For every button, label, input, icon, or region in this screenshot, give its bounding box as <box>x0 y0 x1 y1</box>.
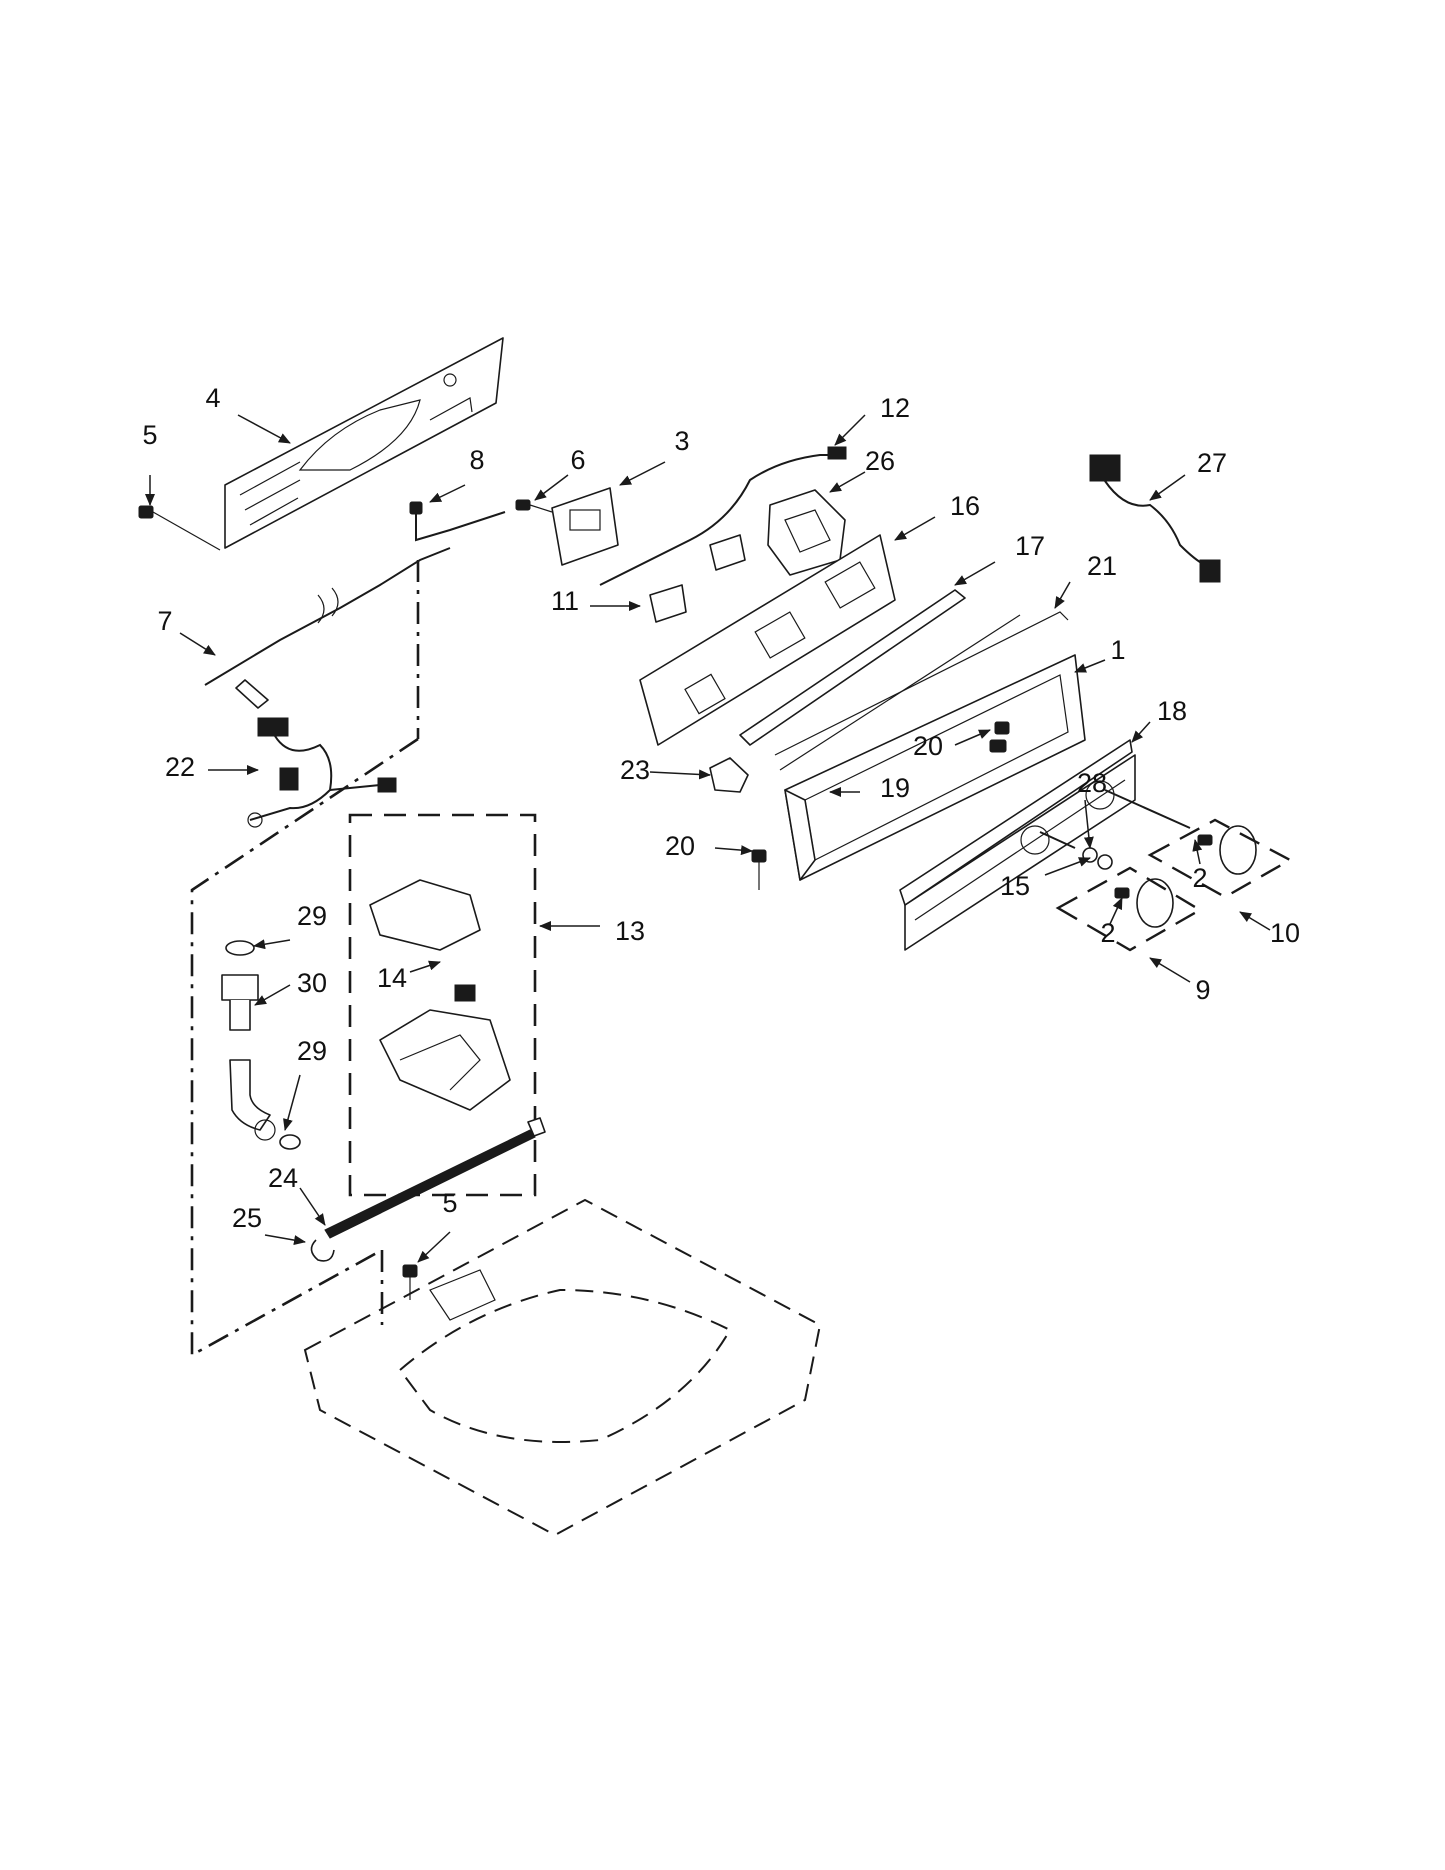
rod-part <box>310 1117 546 1262</box>
callout-18: 18 <box>1157 696 1187 726</box>
callout-11: 11 <box>551 586 579 616</box>
knob-box-10 <box>1147 818 1293 899</box>
wiring-12-part <box>599 446 847 586</box>
callout-8: 8 <box>469 445 484 475</box>
valve-assembly-part <box>369 879 511 1111</box>
knob-assembly-part <box>1039 789 1257 928</box>
callout-13: 13 <box>615 916 645 946</box>
console-front-part <box>784 654 1086 881</box>
clip-part <box>709 757 749 793</box>
callout-2-lower: 2 <box>1100 918 1115 948</box>
callout-29: 29 <box>297 901 327 931</box>
callout-1: 1 <box>1110 635 1125 665</box>
ground-wire-part <box>409 501 506 542</box>
callout-12: 12 <box>880 393 910 423</box>
top-cover-part <box>303 1198 822 1537</box>
callout-26: 26 <box>865 446 895 476</box>
callout-29-lower: 29 <box>297 1036 327 1066</box>
callout-16: 16 <box>950 491 980 521</box>
callout-labels: 4 5 8 6 3 12 26 27 16 17 21 11 7 1 18 20… <box>142 383 1300 1233</box>
console-panel-part <box>899 739 1136 951</box>
callout-2: 2 <box>1192 863 1207 893</box>
callout-30: 30 <box>297 968 327 998</box>
callout-21: 21 <box>1087 551 1117 581</box>
callout-3: 3 <box>674 426 689 456</box>
harness-27-part <box>1089 454 1221 583</box>
callout-20: 20 <box>913 731 943 761</box>
screw-bottom-part <box>402 1264 418 1300</box>
hose-assembly-box <box>190 737 419 1358</box>
valve-assembly-box <box>348 813 537 1197</box>
callout-15: 15 <box>1000 871 1030 901</box>
callout-6: 6 <box>570 445 585 475</box>
callout-24: 24 <box>268 1163 298 1193</box>
console-back-part <box>639 534 896 746</box>
callout-27: 27 <box>1197 448 1227 478</box>
callout-17: 17 <box>1015 531 1045 561</box>
callout-19: 19 <box>880 773 910 803</box>
rear-panel-part <box>224 337 504 549</box>
callout-14: 14 <box>377 963 407 993</box>
screw-part <box>138 505 221 551</box>
callout-5: 5 <box>142 420 157 450</box>
callout-25: 25 <box>232 1203 262 1233</box>
screws-20-part <box>751 721 1010 890</box>
callout-23: 23 <box>620 755 650 785</box>
switches-part <box>649 534 746 623</box>
wire-harness-part <box>204 547 451 709</box>
control-board-part <box>515 487 619 566</box>
callout-4: 4 <box>205 383 220 413</box>
callout-22: 22 <box>165 752 195 782</box>
callout-7: 7 <box>157 606 172 636</box>
gasket-part <box>774 611 1069 756</box>
callout-5-lower: 5 <box>442 1188 457 1218</box>
callout-20-lower: 20 <box>665 831 695 861</box>
knob-box-9 <box>1055 866 1203 952</box>
harness-22-part <box>247 717 397 828</box>
callout-9: 9 <box>1195 975 1210 1005</box>
hose-part <box>221 940 301 1150</box>
callout-28: 28 <box>1077 768 1107 798</box>
callout-10: 10 <box>1270 918 1300 948</box>
leader-lines <box>145 414 1271 1263</box>
